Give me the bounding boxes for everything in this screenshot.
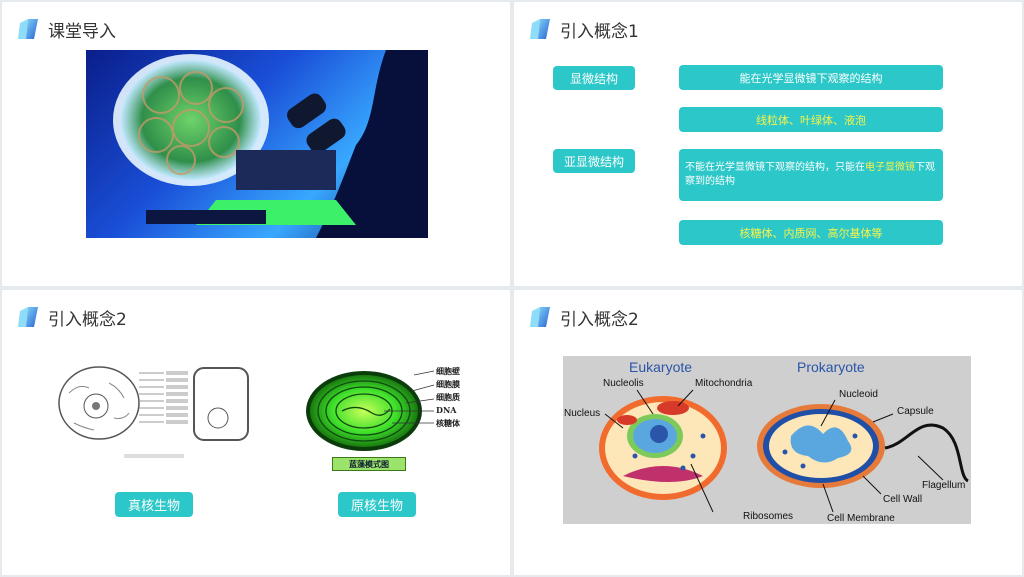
label-nucleolis: Nucleolis [603,378,644,389]
logo-icon [530,19,550,39]
label-ribosomes: Ribosomes [743,511,794,522]
prokaryote-title: Prokaryote [797,359,865,375]
slide-header: 引入概念2 [528,304,639,330]
cyanobacteria-diagram: 细胞壁 细胞膜 细胞质 DNA 核糖体 蓝藻模式图 [302,363,472,473]
cyano-label: 细胞质 [436,392,460,402]
slide-header: 引入概念2 [16,304,127,330]
slide-title: 引入概念1 [560,21,639,42]
label-mitochondria: Mitochondria [695,378,753,389]
submicro-structure-examples: 核糖体、内质网、高尔基体等 [679,220,943,245]
slide-title: 引入概念2 [48,309,127,330]
slide-classroom-intro: 课堂导入 [2,2,510,286]
cyano-label-list: 细胞壁 细胞膜 细胞质 DNA 核糖体 [436,365,460,430]
electron-microscope-highlight: 电子显微镜 [865,162,915,173]
label-flagellum: Flagellum [922,480,966,491]
slide-header: 引入概念1 [528,16,639,42]
logo-icon [18,307,38,327]
logo-icon [530,307,550,327]
eukaryote-cell-sketch [54,358,254,468]
eukaryote-button[interactable]: 真核生物 [115,492,193,517]
eukaryote-title: Eukaryote [629,359,693,375]
slide-title: 引入概念2 [560,309,639,330]
submicro-desc-text: 不能在光学显微镜下观察的结构，只能在电子显微镜下观察到的结构 [685,162,935,187]
slide-concept-2-cn: 引入概念2 细胞壁 细胞膜 细胞质 DNA [2,290,510,575]
label-nucleoid: Nucleoid [839,389,878,400]
label-cell-membrane: Cell Membrane [827,513,895,524]
cyano-label: 细胞膜 [436,379,460,389]
micro-structure-examples: 线粒体、叶绿体、液泡 [679,107,943,132]
label-nucleus: Nucleus [564,408,601,419]
slide-header: 课堂导入 [16,16,116,42]
slide-concept-1: 引入概念1 显微结构 能在光学显微镜下观察的结构 线粒体、叶绿体、液泡 亚显微结… [514,2,1022,286]
prokaryote-button[interactable]: 原核生物 [338,492,416,517]
cyano-label: DNA [436,405,457,415]
submicro-structure-label: 亚显微结构 [553,149,635,173]
slide-title: 课堂导入 [48,21,116,42]
cyano-label: 细胞壁 [436,366,460,376]
micro-structure-desc: 能在光学显微镜下观察的结构 [679,65,943,90]
cyano-caption: 蓝藻模式图 [332,457,406,471]
submicro-structure-desc: 不能在光学显微镜下观察的结构，只能在电子显微镜下观察到的结构 [679,149,943,201]
cyano-label: 核糖体 [436,418,460,428]
logo-icon [18,19,38,39]
label-cell-wall: Cell Wall [883,494,923,505]
slide-concept-2-en: 引入概念2 Eukaryote [514,290,1022,575]
micro-structure-label: 显微结构 [553,66,635,90]
label-capsule: Capsule [897,406,934,417]
microscope-image [86,50,428,238]
cell-comparison-diagram: Eukaryote Prokaryote Nucleolis Mitochond… [563,356,971,524]
